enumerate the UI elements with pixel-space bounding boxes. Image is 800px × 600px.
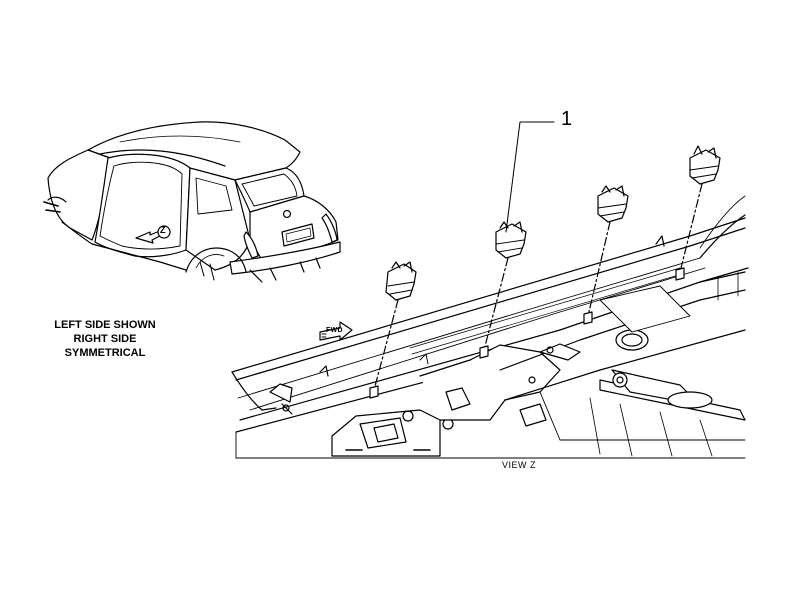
callout-number: 1 <box>561 108 573 130</box>
fastener-clip-4 <box>676 146 720 280</box>
callout-leader <box>506 122 554 232</box>
fwd-arrow <box>320 322 352 340</box>
fastener-clip-1 <box>370 262 416 398</box>
fwd-label: FWD <box>326 327 343 334</box>
view-z-arrow-letter: Z <box>160 225 166 235</box>
view-z-arrow <box>136 226 170 243</box>
note-line-3: SYMMETRICAL <box>64 347 146 359</box>
orientation-note: LEFT SIDE SHOWN RIGHT SIDE SYMMETRICAL <box>30 318 180 360</box>
fastener-clip-3 <box>584 186 628 324</box>
fastener-clip-2 <box>480 222 526 358</box>
vehicle-locator-illustration <box>44 122 340 282</box>
underbody-view-z <box>232 196 748 458</box>
note-line-1: LEFT SIDE SHOWN <box>54 319 156 331</box>
note-line-2: RIGHT SIDE <box>73 333 137 345</box>
view-label: VIEW Z <box>502 460 536 470</box>
